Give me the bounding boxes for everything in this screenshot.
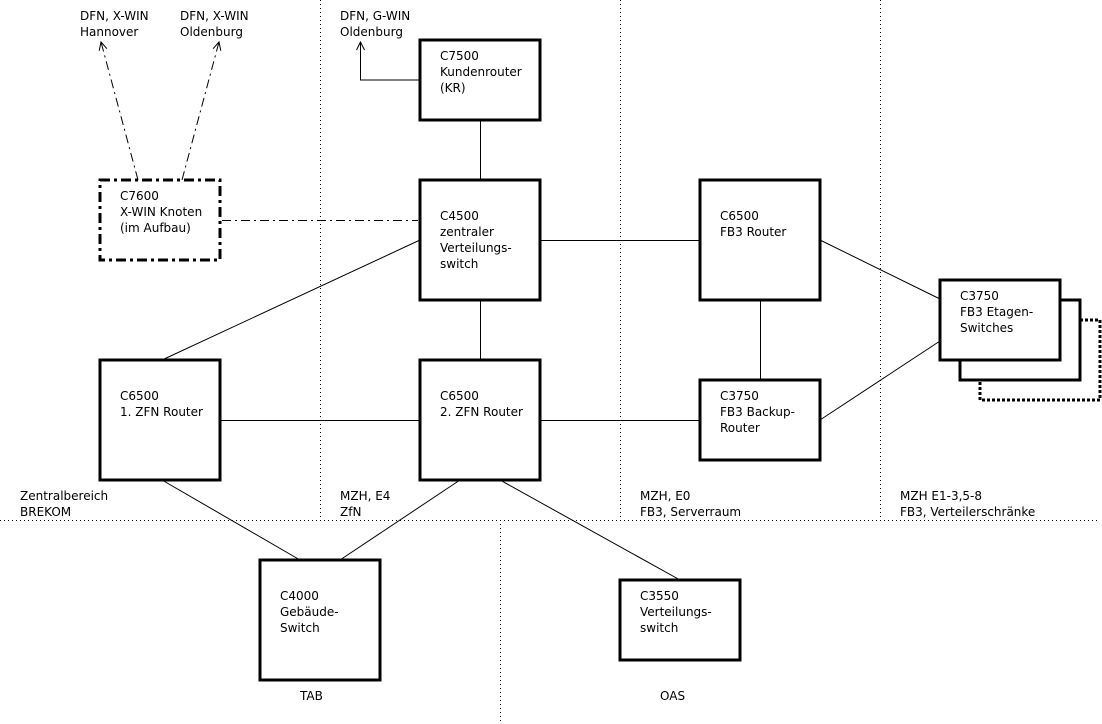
zone-label-line: MZH, E4 (340, 489, 390, 503)
node-label: 2. ZFN Router (440, 405, 523, 419)
node-c3750-fb3-backup-router[interactable]: C3750 FB3 Backup- Router (698, 378, 822, 462)
node-label: switch (640, 621, 678, 635)
node-c6500-zfn-router-2[interactable]: C6500 2. ZFN Router (418, 358, 542, 482)
label-line: Oldenburg (340, 25, 403, 39)
node-label: Kundenrouter (440, 65, 522, 79)
node-c4500-verteilungsswitch[interactable]: C4500 zentraler Verteilungs- switch (418, 178, 542, 302)
link-kr-gwin (361, 42, 420, 81)
label-line: DFN, G-WIN (340, 9, 410, 23)
label-line: Hannover (80, 25, 138, 39)
node-c7600-xwin-knoten[interactable]: C7600 X-WIN Knoten (im Aufbau) (98, 178, 222, 262)
node-box (418, 178, 542, 302)
node-c6500-fb3-router[interactable]: C6500 FB3 Router (698, 178, 822, 302)
node-label: C3750 (720, 389, 759, 403)
node-label: C7600 (120, 189, 159, 203)
node-label: C6500 (720, 209, 759, 223)
node-c7500-kundenrouter[interactable]: C7500 Kundenrouter (KR) (418, 38, 542, 122)
zone-label-line: ZfN (340, 505, 361, 519)
link-c7600-oldenburg (181, 42, 219, 181)
node-label: Switch (280, 621, 320, 635)
zone-label-mzh-e4: MZH, E4 ZfN (340, 489, 390, 519)
node-label: C3550 (640, 589, 679, 603)
external-label-xwin-hannover: DFN, X-WIN Hannover (80, 9, 149, 39)
node-box (98, 178, 222, 262)
node-label: FB3 Backup- (720, 405, 795, 419)
node-label: Router (720, 421, 760, 435)
node-label: (im Aufbau) (120, 221, 191, 235)
link-zfn2-c3550 (499, 479, 681, 581)
zone-label-line: MZH, E0 (640, 489, 690, 503)
node-label: C4000 (280, 589, 319, 603)
node-box (418, 38, 542, 122)
node-box (98, 358, 222, 482)
zone-label-mzh-e0: MZH, E0 FB3, Serverraum (640, 489, 741, 519)
node-c3750-etagen-switches[interactable]: C3750 FB3 Etagen- Switches (938, 278, 1102, 402)
node-label: (KR) (440, 81, 466, 95)
zone-label-line: BREKOM (20, 505, 71, 519)
link-c7600-hannover (101, 42, 139, 181)
external-label-xwin-oldenburg: DFN, X-WIN Oldenburg (180, 9, 249, 39)
zone-label-line: Zentralbereich (20, 489, 108, 503)
zone-label-line: FB3, Serverraum (640, 505, 741, 519)
node-label: zentraler (440, 225, 494, 239)
link-fb3-etagen (819, 239, 941, 300)
node-label: Verteilungs- (440, 241, 512, 255)
external-label-gwin-oldenburg: DFN, G-WIN Oldenburg (340, 9, 410, 39)
node-label: C4500 (440, 209, 479, 223)
link-zfn2-c4000 (339, 479, 461, 561)
node-label: Gebäude- (280, 605, 339, 619)
node-box (258, 558, 382, 682)
node-label: 1. ZFN Router (120, 405, 203, 419)
node-label: C6500 (120, 389, 159, 403)
node-c3550-verteilungsswitch[interactable]: C3550 Verteilungs- switch (618, 578, 742, 662)
node-label: X-WIN Knoten (120, 205, 202, 219)
node-box (698, 178, 822, 302)
node-label: switch (440, 257, 478, 271)
link-backup-etagen (819, 340, 941, 421)
node-box (698, 378, 822, 462)
link-zfn1-c4000 (161, 479, 301, 561)
node-label: Verteilungs- (640, 605, 712, 619)
node-label: Switches (960, 321, 1013, 335)
node-label: FB3 Router (720, 225, 786, 239)
node-label: C3750 (960, 289, 999, 303)
zone-label-mzh-e1: MZH E1-3,5-8 FB3, Verteilerschränke (900, 489, 1035, 519)
node-label: FB3 Etagen- (960, 305, 1033, 319)
label-line: DFN, X-WIN (80, 9, 149, 23)
node-c4000-gebaeude-switch[interactable]: C4000 Gebäude- Switch (258, 558, 382, 682)
node-box (618, 578, 742, 662)
node-label: C6500 (440, 389, 479, 403)
zone-label-zentralbereich: Zentralbereich BREKOM (20, 489, 108, 519)
label-line: Oldenburg (180, 25, 243, 39)
node-box (938, 278, 1062, 362)
link-c4500-zfn1 (161, 239, 421, 361)
zone-label-line: MZH E1-3,5-8 (900, 489, 982, 503)
node-label: C7500 (440, 49, 479, 63)
node-box (418, 358, 542, 482)
label-line: DFN, X-WIN (180, 9, 249, 23)
node-c6500-zfn-router-1[interactable]: C6500 1. ZFN Router (98, 358, 222, 482)
zone-label-line: FB3, Verteilerschränke (900, 505, 1035, 519)
zone-label-oas: OAS (660, 689, 685, 703)
zone-label-tab: TAB (299, 689, 323, 703)
connections (101, 42, 941, 581)
